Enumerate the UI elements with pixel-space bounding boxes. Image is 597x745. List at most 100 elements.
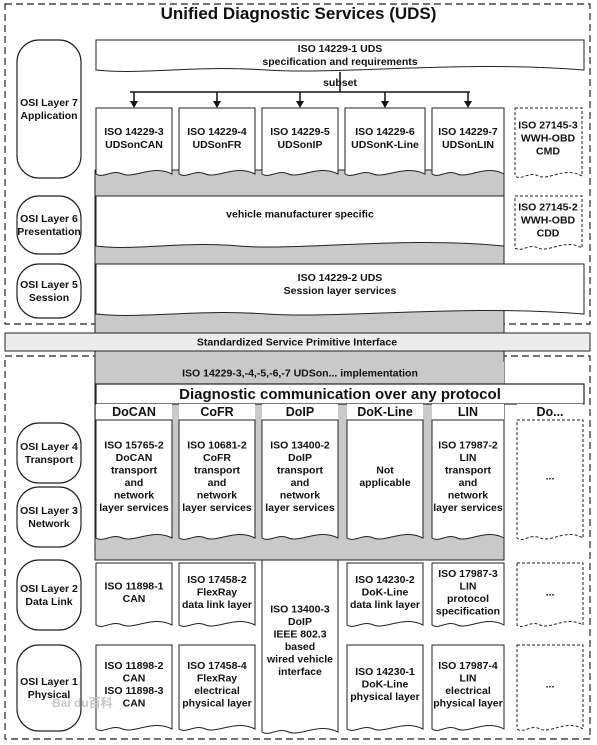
subset-box-2 xyxy=(261,107,339,176)
subset-arrowhead xyxy=(296,101,304,108)
protocol-banner xyxy=(95,383,585,405)
transport-text-2-line: ISO 13400-2 xyxy=(270,439,330,451)
transport-text-3-line: applicable xyxy=(359,477,411,489)
doip-lower-box xyxy=(261,559,339,734)
transport-text-0-line: layer services xyxy=(99,502,169,514)
uds-spec-text-line: ISO 14229-1 UDS xyxy=(298,43,383,55)
datalink-text-4-line: ISO 17987-3 xyxy=(438,568,498,580)
physical-text-4-line: ISO 17987-4 xyxy=(438,660,498,672)
osi-layer4-label-line: OSI Layer 4 xyxy=(20,441,78,453)
subset-arrowhead xyxy=(213,101,221,108)
osi-layer5-box xyxy=(16,263,82,319)
doip-lower-text-line: DoIP xyxy=(288,616,312,628)
wwh-obd-cdd-text-line: WWH-OBD xyxy=(521,215,576,227)
physical-box-1 xyxy=(178,644,256,731)
physical-box-0 xyxy=(95,644,173,731)
datalink-text-4-line: protocol xyxy=(447,593,489,605)
datalink-text-5-line: ... xyxy=(546,587,555,599)
datalink-text-0-line: CAN xyxy=(123,593,146,605)
osi-layer1-box xyxy=(16,644,82,732)
osi-layer3-box xyxy=(16,486,82,548)
subset-box-3 xyxy=(344,107,426,176)
subset-text-2-line: ISO 14229-5 xyxy=(270,126,330,138)
physical-text-5-line: ... xyxy=(546,679,555,691)
subset-box-0 xyxy=(95,107,173,176)
subset-box-1 xyxy=(178,107,256,176)
protocol-header-2: DoIP xyxy=(286,405,314,419)
transport-text-1-line: transport xyxy=(194,464,241,476)
physical-text-1-line: FlexRay xyxy=(197,672,237,684)
presentation-text-line: vehicle manufacturer specific xyxy=(226,209,374,221)
protocol-header-5: Do... xyxy=(536,405,563,419)
implementation-bar-text-line: ISO 14229-3,-4,-5,-6,-7 UDSon... impleme… xyxy=(182,368,418,380)
osi-layer1-label-line: OSI Layer 1 xyxy=(20,676,78,688)
datalink-text-4-line: LIN xyxy=(460,580,477,592)
physical-text-0-line: ISO 11898-2 xyxy=(105,660,164,672)
subset-arrowhead xyxy=(130,101,138,108)
osi-layer2-label-line: OSI Layer 2 xyxy=(20,583,78,595)
osi-layer2-box xyxy=(16,559,82,631)
wwh-obd-cmd-box xyxy=(514,107,583,178)
interface-bar-text-line: Standardized Service Primitive Interface xyxy=(197,337,397,349)
wwh-obd-cmd-text-line: ISO 27145-3 xyxy=(518,120,578,132)
protocol-banner-text: Diagnostic communication over any protoc… xyxy=(179,386,501,403)
doip-lower-text-line: interface xyxy=(278,666,322,678)
transport-text-2-line: network xyxy=(280,489,320,501)
interface-bar xyxy=(4,332,591,352)
datalink-text-1-line: ISO 17458-2 xyxy=(187,574,247,586)
session-text-line: Session layer services xyxy=(284,285,397,297)
physical-text-4-line: physical layer xyxy=(433,697,502,709)
subset-text-2-line: UDSonIP xyxy=(278,139,323,151)
subset-text-1-line: ISO 14229-4 xyxy=(187,126,247,138)
protocol-header-4: LIN xyxy=(458,405,478,419)
transport-text-2-line: layer services xyxy=(265,502,335,514)
osi-layer6-label-line: Presentation xyxy=(17,226,81,238)
osi-layer6-label-line: OSI Layer 6 xyxy=(20,213,78,225)
subset-text-3-line: ISO 14229-6 xyxy=(355,126,415,138)
diagram-title: Unified Diagnostic Services (UDS) xyxy=(160,4,437,23)
transport-text-1-line: network xyxy=(197,489,237,501)
subset-text-0-line: UDSonCAN xyxy=(105,139,163,151)
transport-text-4-line: network xyxy=(448,489,488,501)
physical-text-1-line: ISO 17458-4 xyxy=(187,660,247,672)
transport-text-0-line: network xyxy=(114,489,154,501)
osi-layer2-label-line: Data Link xyxy=(25,596,72,608)
datalink-text-0-line: ISO 11898-1 xyxy=(105,580,164,592)
transport-box-2 xyxy=(261,419,339,540)
transport-text-0-line: DoCAN xyxy=(116,452,153,464)
doip-lower-text-line: based xyxy=(285,641,315,653)
physical-text-0-line: CAN xyxy=(123,672,146,684)
physical-text-1-line: physical layer xyxy=(182,697,251,709)
datalink-box-0 xyxy=(95,562,173,627)
presentation-box xyxy=(95,195,505,248)
transport-text-1-line: and xyxy=(208,477,227,489)
interface-bars: Standardized Service Primitive Interface… xyxy=(4,332,591,405)
transport-text-4-line: LIN xyxy=(460,452,477,464)
physical-text-4-line: electrical xyxy=(445,685,491,697)
osi-layer4-box xyxy=(16,422,82,484)
subset-box-4 xyxy=(431,107,505,176)
datalink-text-4-line: specification xyxy=(436,605,500,617)
physical-box-3 xyxy=(346,644,424,731)
subset-arrowhead xyxy=(464,101,472,108)
implementation-bar xyxy=(96,362,504,384)
transport-text-5-line: ... xyxy=(546,471,555,483)
watermark: Bai du百科 xyxy=(52,696,113,710)
transport-text-1-line: layer services xyxy=(182,502,252,514)
transport-text-4-line: and xyxy=(459,477,478,489)
osi-layer7-box xyxy=(16,39,82,179)
wwh-obd-cdd-text-line: ISO 27145-2 xyxy=(518,202,578,214)
transport-text-2-line: and xyxy=(291,477,310,489)
physical-text-0-line: ISO 11898-3 xyxy=(105,685,164,697)
physical-text-0-line: CAN xyxy=(123,697,146,709)
presentation-session-group: vehicle manufacturer specific ISO 27145-2… xyxy=(95,195,585,316)
subset-text-0-line: ISO 14229-3 xyxy=(104,126,164,138)
protocol-header-bg xyxy=(432,404,504,420)
session-text-line: ISO 14229-2 UDS xyxy=(298,272,383,284)
uds-spec-box xyxy=(95,39,585,72)
physical-box-4 xyxy=(431,644,505,731)
